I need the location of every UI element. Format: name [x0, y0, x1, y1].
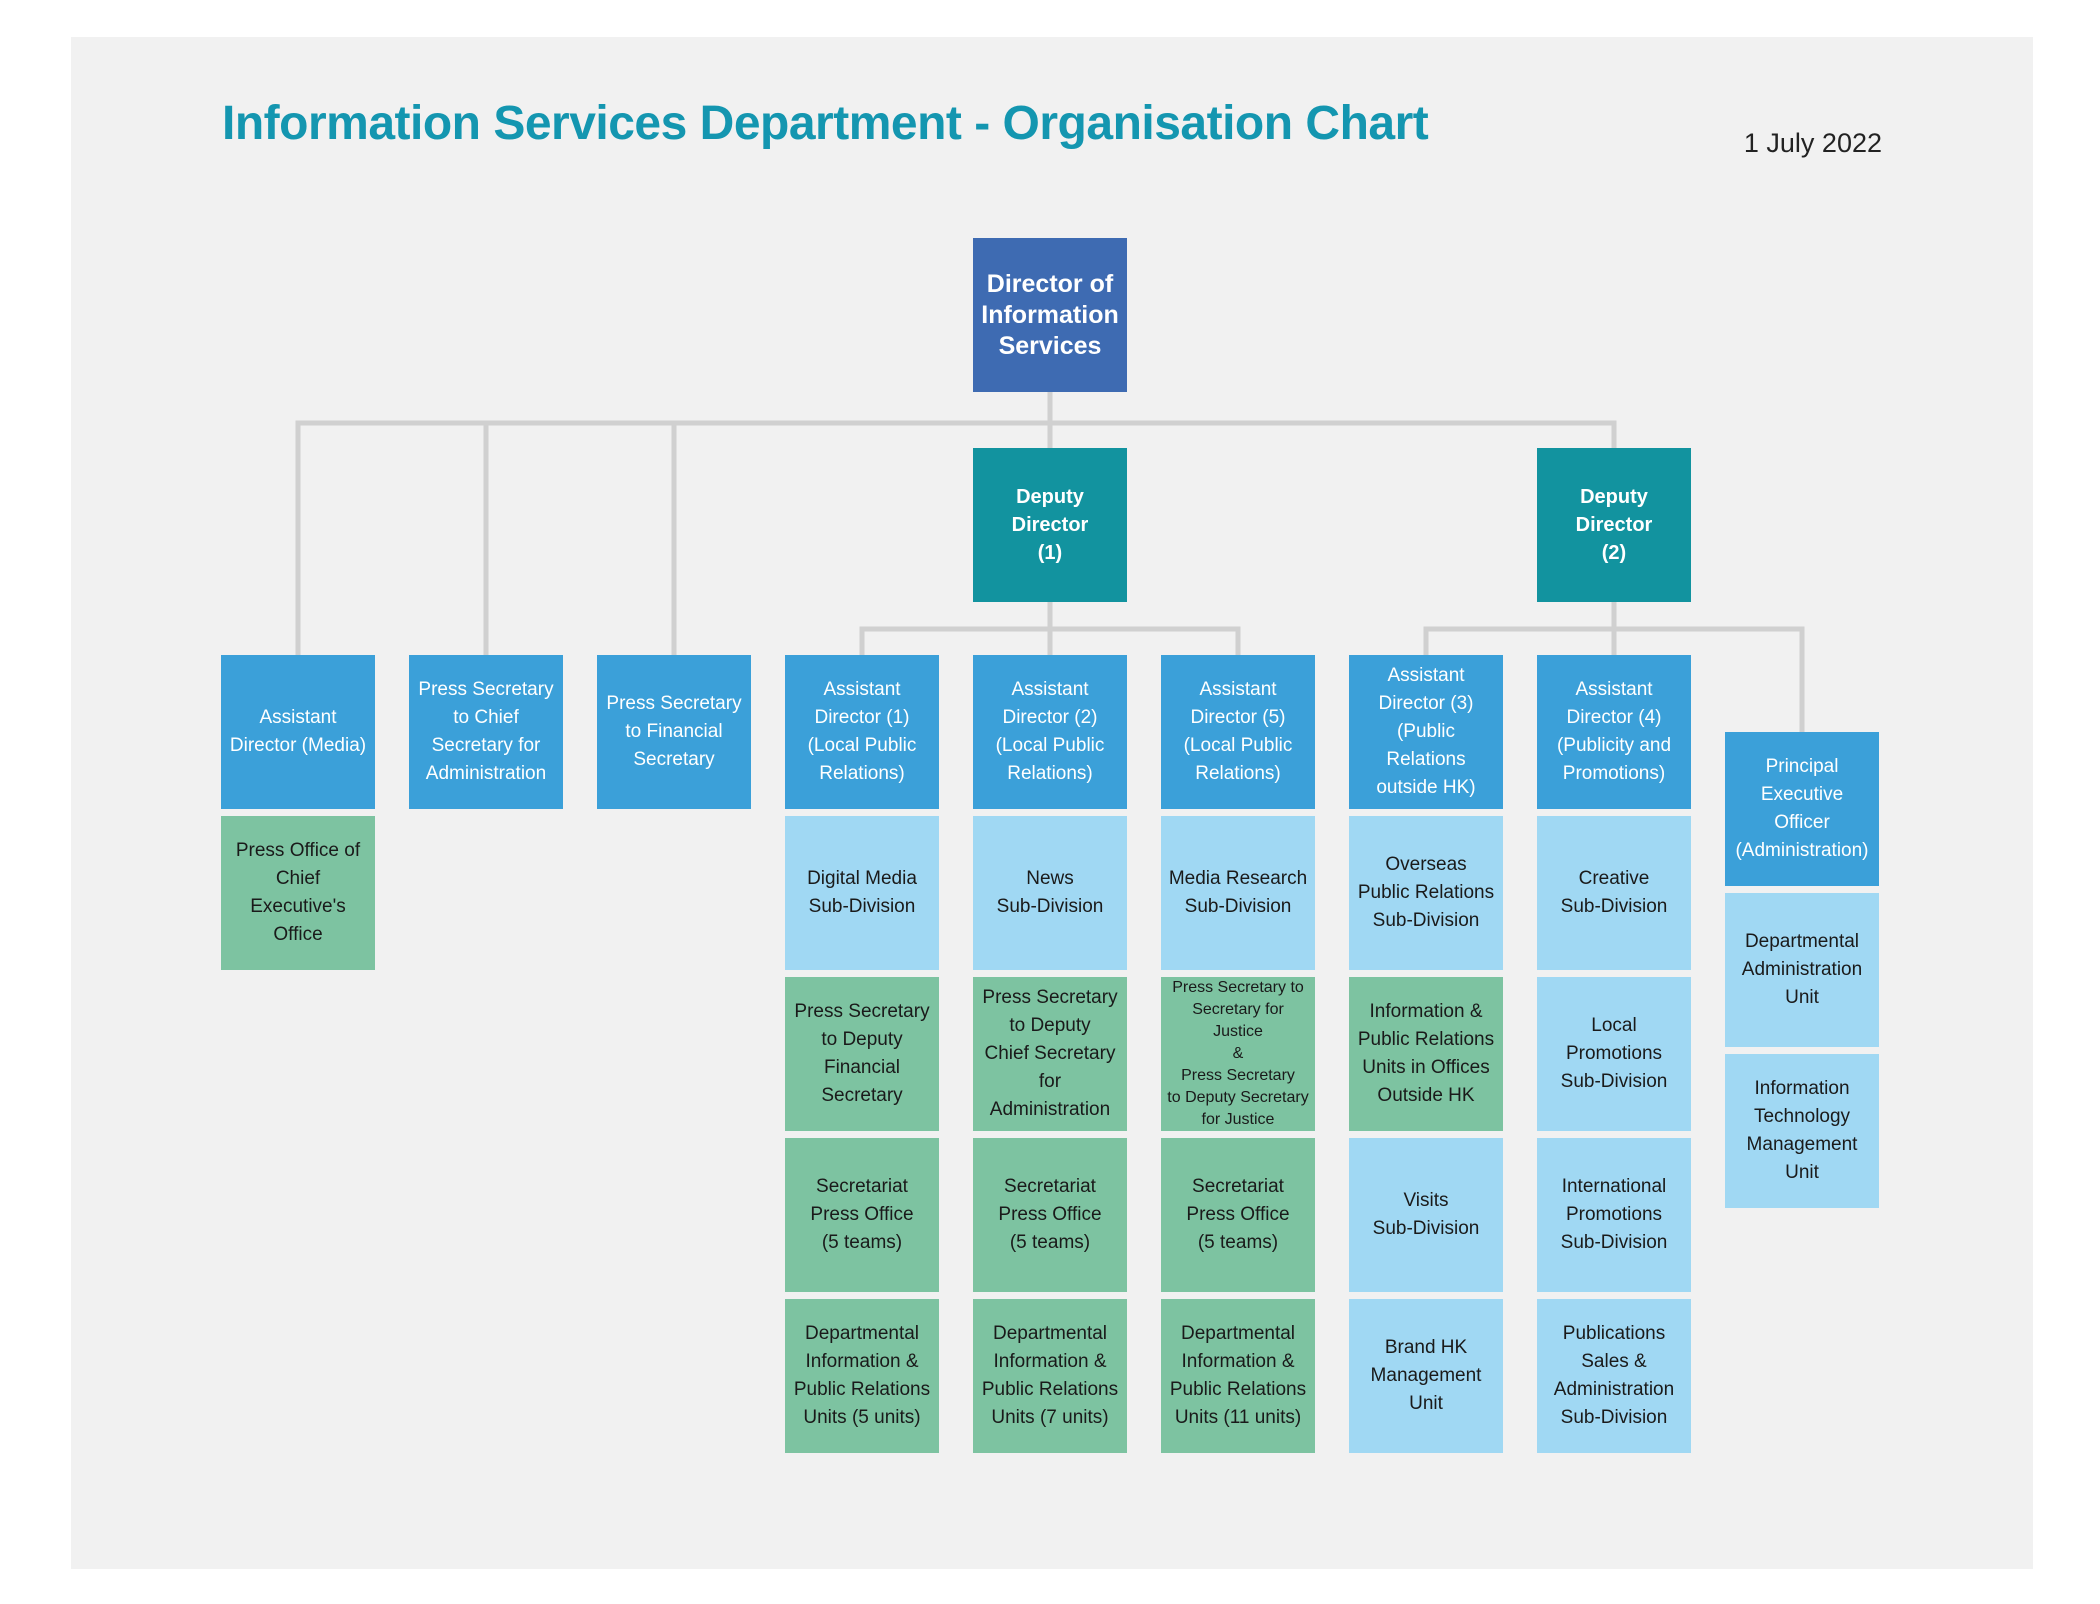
press-secretary-sj-box: Press Secretary to Secretary for Justice… [1161, 977, 1315, 1131]
assistant-director-4-box: Assistant Director (4) (Publicity and Pr… [1537, 655, 1691, 809]
departmental-pr-units-box: Departmental Information & Public Relati… [973, 1299, 1127, 1453]
assistant-director-2-box: Assistant Director (2) (Local Public Rel… [973, 655, 1127, 809]
departmental-pr-units-box: Departmental Information & Public Relati… [1161, 1299, 1315, 1453]
assistant-director-media-box: Assistant Director (Media) [221, 655, 375, 809]
publications-sub-division-box: Publications Sales & Administration Sub-… [1537, 1299, 1691, 1453]
local-promotions-sub-division-box: Local Promotions Sub-Division [1537, 977, 1691, 1131]
creative-sub-division-box: Creative Sub-Division [1537, 816, 1691, 970]
overseas-pr-sub-division-box: Overseas Public Relations Sub-Division [1349, 816, 1503, 970]
secretariat-press-office-box: Secretariat Press Office (5 teams) [1161, 1138, 1315, 1292]
deputy-director-1-box: Deputy Director (1) [973, 448, 1127, 602]
digital-media-sub-division-box: Digital Media Sub-Division [785, 816, 939, 970]
international-promotions-sub-division-box: International Promotions Sub-Division [1537, 1138, 1691, 1292]
media-research-sub-division-box: Media Research Sub-Division [1161, 816, 1315, 970]
press-secretary-cs-box: Press Secretary to Chief Secretary for A… [409, 655, 563, 809]
it-management-unit-box: Information Technology Management Unit [1725, 1054, 1879, 1208]
press-secretary-dcs-box: Press Secretary to Deputy Chief Secretar… [973, 977, 1127, 1131]
departmental-pr-units-box: Departmental Information & Public Relati… [785, 1299, 939, 1453]
secretariat-press-office-box: Secretariat Press Office (5 teams) [785, 1138, 939, 1292]
assistant-director-5-box: Assistant Director (5) (Local Public Rel… [1161, 655, 1315, 809]
chart-date: 1 July 2022 [1743, 128, 1882, 158]
director-box: Director of Information Services [973, 238, 1127, 392]
press-secretary-fs-box: Press Secretary to Financial Secretary [597, 655, 751, 809]
news-sub-division-box: News Sub-Division [973, 816, 1127, 970]
deputy-director-2-box: Deputy Director (2) [1537, 448, 1691, 602]
departmental-administration-unit-box: Departmental Administration Unit [1725, 893, 1879, 1047]
visits-sub-division-box: Visits Sub-Division [1349, 1138, 1503, 1292]
assistant-director-3-box: Assistant Director (3) (Public Relations… [1349, 655, 1503, 809]
press-office-chief-executive-box: Press Office of Chief Executive's Office [221, 816, 375, 970]
secretariat-press-office-box: Secretariat Press Office (5 teams) [973, 1138, 1127, 1292]
principal-executive-officer-box: Principal Executive Officer (Administrat… [1725, 732, 1879, 886]
page-title: Information Services Department - Organi… [222, 97, 1429, 150]
brand-hk-unit-box: Brand HK Management Unit [1349, 1299, 1503, 1453]
offices-outside-hk-box: Information & Public Relations Units in … [1349, 977, 1503, 1131]
press-secretary-dfs-box: Press Secretary to Deputy Financial Secr… [785, 977, 939, 1131]
assistant-director-1-box: Assistant Director (1) (Local Public Rel… [785, 655, 939, 809]
